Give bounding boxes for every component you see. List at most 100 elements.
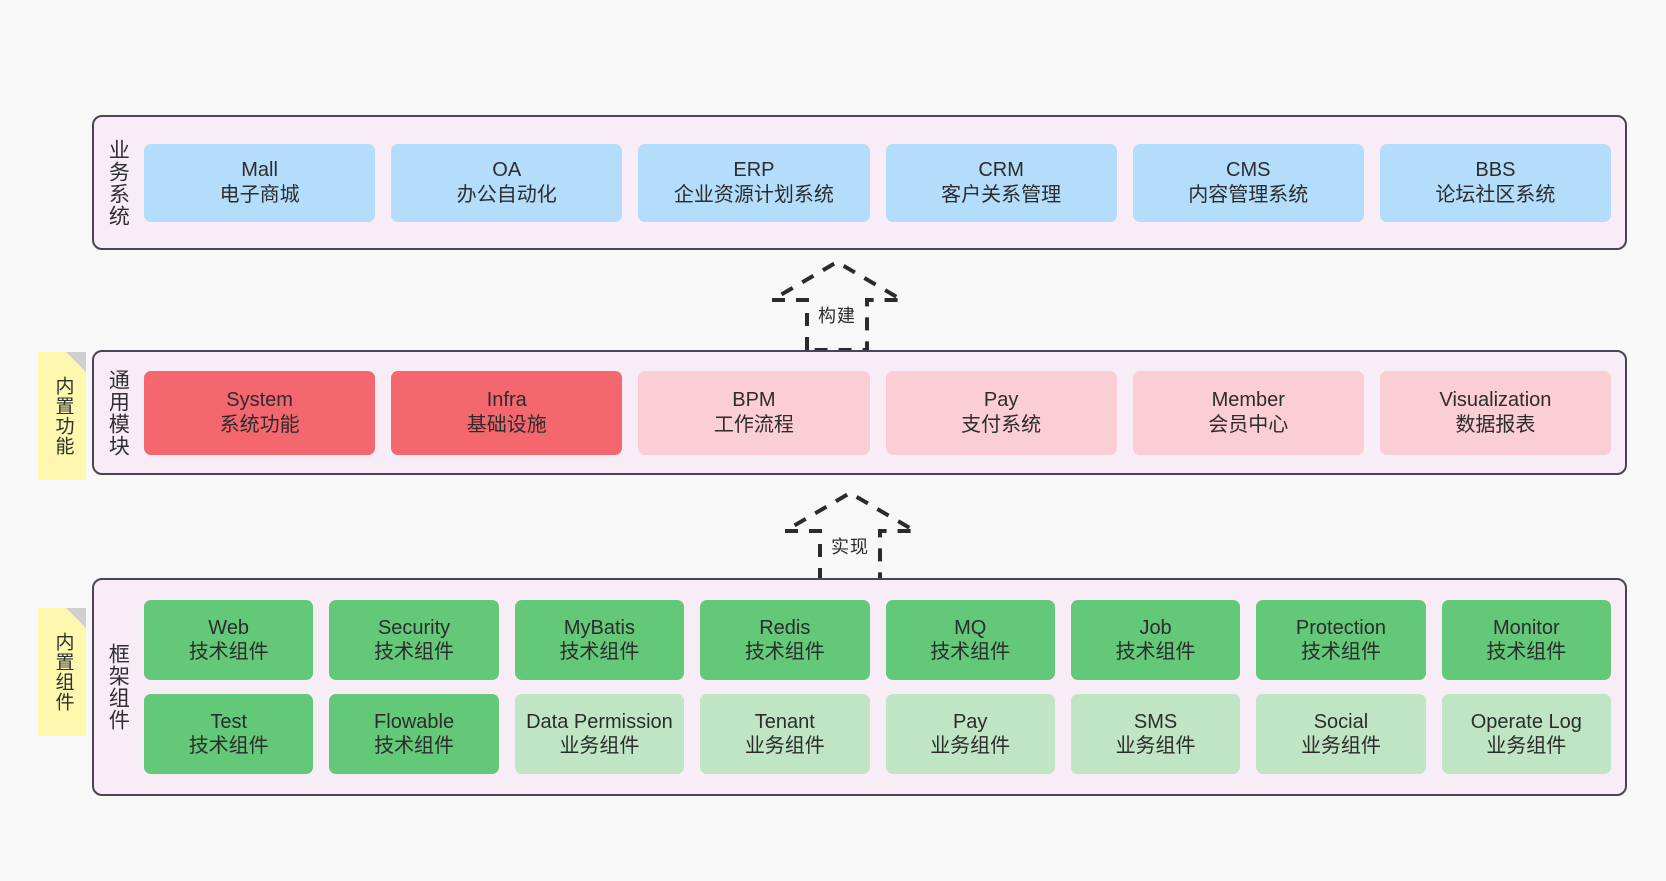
layer-title-framework-component: 框架组件 xyxy=(106,643,130,731)
card-title: Security xyxy=(377,616,451,639)
card-title: Infra xyxy=(486,389,527,412)
card-pay-component[interactable]: Pay 业务组件 xyxy=(885,694,1055,774)
card-subtitle: 工作流程 xyxy=(713,413,794,436)
card-title: BBS xyxy=(1475,159,1516,182)
card-row: System 系统功能 Infra 基础设施 BPM 工作流程 Pay 支付系统… xyxy=(144,370,1612,455)
card-title: Operate Log xyxy=(1470,710,1582,733)
card-title: OA xyxy=(492,159,522,182)
card-subtitle: 技术组件 xyxy=(188,641,269,663)
card-erp[interactable]: ERP 企业资源计划系统 xyxy=(638,143,870,222)
card-flowable[interactable]: Flowable 技术组件 xyxy=(329,694,499,774)
card-subtitle: 技术组件 xyxy=(1486,641,1567,663)
layer-body-framework-component: Web 技术组件 Security 技术组件 MyBatis 技术组件 Redi… xyxy=(140,580,1625,794)
layer-title-common-module: 通用模块 xyxy=(106,368,130,457)
card-tenant[interactable]: Tenant 业务组件 xyxy=(700,694,870,774)
card-sms[interactable]: SMS 业务组件 xyxy=(1070,694,1241,774)
card-data-permission[interactable]: Data Permission 业务组件 xyxy=(514,694,685,774)
card-protection[interactable]: Protection 技术组件 xyxy=(1256,600,1426,680)
card-system[interactable]: System 系统功能 xyxy=(144,370,376,455)
card-member[interactable]: Member 会员中心 xyxy=(1132,370,1364,455)
card-pay[interactable]: Pay 支付系统 xyxy=(885,370,1117,455)
card-subtitle: 系统功能 xyxy=(219,413,300,436)
card-bpm[interactable]: BPM 工作流程 xyxy=(638,370,870,455)
card-visualization[interactable]: Visualization 数据报表 xyxy=(1379,370,1612,455)
card-test[interactable]: Test 技术组件 xyxy=(144,694,314,774)
sticky-note-label: 内置组件 xyxy=(52,632,74,712)
card-subtitle: 技术组件 xyxy=(374,735,455,757)
card-subtitle: 业务组件 xyxy=(1300,735,1381,757)
card-subtitle: 会员中心 xyxy=(1208,413,1289,436)
card-subtitle: 业务组件 xyxy=(744,735,825,757)
card-title: Flowable xyxy=(374,710,455,733)
card-redis[interactable]: Redis 技术组件 xyxy=(700,600,870,680)
card-subtitle: 企业资源计划系统 xyxy=(673,183,834,206)
card-subtitle: 业务组件 xyxy=(559,735,640,757)
card-title: SMS xyxy=(1133,710,1178,733)
card-subtitle: 技术组件 xyxy=(930,641,1011,663)
card-title: CRM xyxy=(978,159,1024,182)
sticky-note-builtin-components: 内置组件 xyxy=(38,608,86,736)
card-monitor[interactable]: Monitor 技术组件 xyxy=(1441,600,1611,680)
card-subtitle: 技术组件 xyxy=(374,641,455,663)
card-title: MyBatis xyxy=(563,616,635,639)
arrow-outline-icon xyxy=(764,259,910,352)
card-subtitle: 技术组件 xyxy=(1115,641,1196,663)
card-subtitle: 内容管理系统 xyxy=(1188,183,1309,206)
card-title: Tenant xyxy=(754,710,815,733)
card-bbs[interactable]: BBS 论坛社区系统 xyxy=(1379,143,1612,222)
card-security[interactable]: Security 技术组件 xyxy=(329,600,499,680)
sticky-note-builtin-features: 内置功能 xyxy=(38,352,86,480)
layer-body-business-system: Mall 电子商城 OA 办公自动化 ERP 企业资源计划系统 CRM 客户关系… xyxy=(140,117,1625,248)
connector-label: 实现 xyxy=(831,537,869,557)
card-subtitle: 办公自动化 xyxy=(456,183,557,206)
card-subtitle: 业务组件 xyxy=(1115,735,1196,757)
connector-build-arrow: 构建 xyxy=(762,258,912,354)
arrow-outline-icon xyxy=(777,490,923,583)
card-title: Test xyxy=(210,710,248,733)
card-subtitle: 技术组件 xyxy=(188,735,269,757)
layer-business-system: 业务系统 Mall 电子商城 OA 办公自动化 ERP 企业资源计划系统 CRM… xyxy=(92,115,1627,250)
card-subtitle: 电子商城 xyxy=(219,183,300,206)
layer-common-module: 通用模块 System 系统功能 Infra 基础设施 BPM 工作流程 Pay… xyxy=(92,350,1627,475)
card-subtitle: 业务组件 xyxy=(930,735,1011,757)
card-title: Redis xyxy=(759,616,811,639)
card-social[interactable]: Social 业务组件 xyxy=(1256,694,1426,774)
card-row: Web 技术组件 Security 技术组件 MyBatis 技术组件 Redi… xyxy=(144,600,1611,680)
card-title: CMS xyxy=(1226,159,1271,182)
card-row: Mall 电子商城 OA 办公自动化 ERP 企业资源计划系统 CRM 客户关系… xyxy=(144,143,1612,222)
card-mq[interactable]: MQ 技术组件 xyxy=(885,600,1055,680)
card-title: Social xyxy=(1313,710,1369,733)
card-subtitle: 客户关系管理 xyxy=(941,183,1062,206)
card-crm[interactable]: CRM 客户关系管理 xyxy=(885,143,1117,222)
card-row: Test 技术组件 Flowable 技术组件 Data Permission … xyxy=(144,694,1611,774)
card-title: Pay xyxy=(983,389,1019,412)
card-title: Monitor xyxy=(1492,616,1560,639)
card-mall[interactable]: Mall 电子商城 xyxy=(144,143,376,222)
connector-label: 构建 xyxy=(818,306,856,326)
card-title: Member xyxy=(1211,389,1285,412)
sticky-note-label: 内置功能 xyxy=(52,376,74,456)
card-title: Job xyxy=(1139,616,1172,639)
connector-implement-arrow: 实现 xyxy=(775,489,925,585)
card-title: ERP xyxy=(733,159,775,182)
card-cms[interactable]: CMS 内容管理系统 xyxy=(1132,143,1364,222)
card-operate-log[interactable]: Operate Log 业务组件 xyxy=(1441,694,1611,774)
card-title: Data Permission xyxy=(526,710,673,733)
card-mybatis[interactable]: MyBatis 技术组件 xyxy=(514,600,685,680)
card-infra[interactable]: Infra 基础设施 xyxy=(391,370,623,455)
card-web[interactable]: Web 技术组件 xyxy=(144,600,314,680)
card-title: System xyxy=(226,389,293,412)
card-title: Mall xyxy=(241,159,278,182)
card-subtitle: 技术组件 xyxy=(559,641,640,663)
card-subtitle: 技术组件 xyxy=(744,641,825,663)
card-title: Web xyxy=(208,616,250,639)
card-subtitle: 业务组件 xyxy=(1486,735,1567,757)
card-job[interactable]: Job 技术组件 xyxy=(1070,600,1241,680)
card-subtitle: 支付系统 xyxy=(961,413,1042,436)
card-title: Visualization xyxy=(1439,389,1552,412)
layer-title-business-system: 业务系统 xyxy=(106,138,130,227)
card-oa[interactable]: OA 办公自动化 xyxy=(391,143,623,222)
card-title: BPM xyxy=(732,389,776,412)
card-subtitle: 论坛社区系统 xyxy=(1435,183,1556,206)
